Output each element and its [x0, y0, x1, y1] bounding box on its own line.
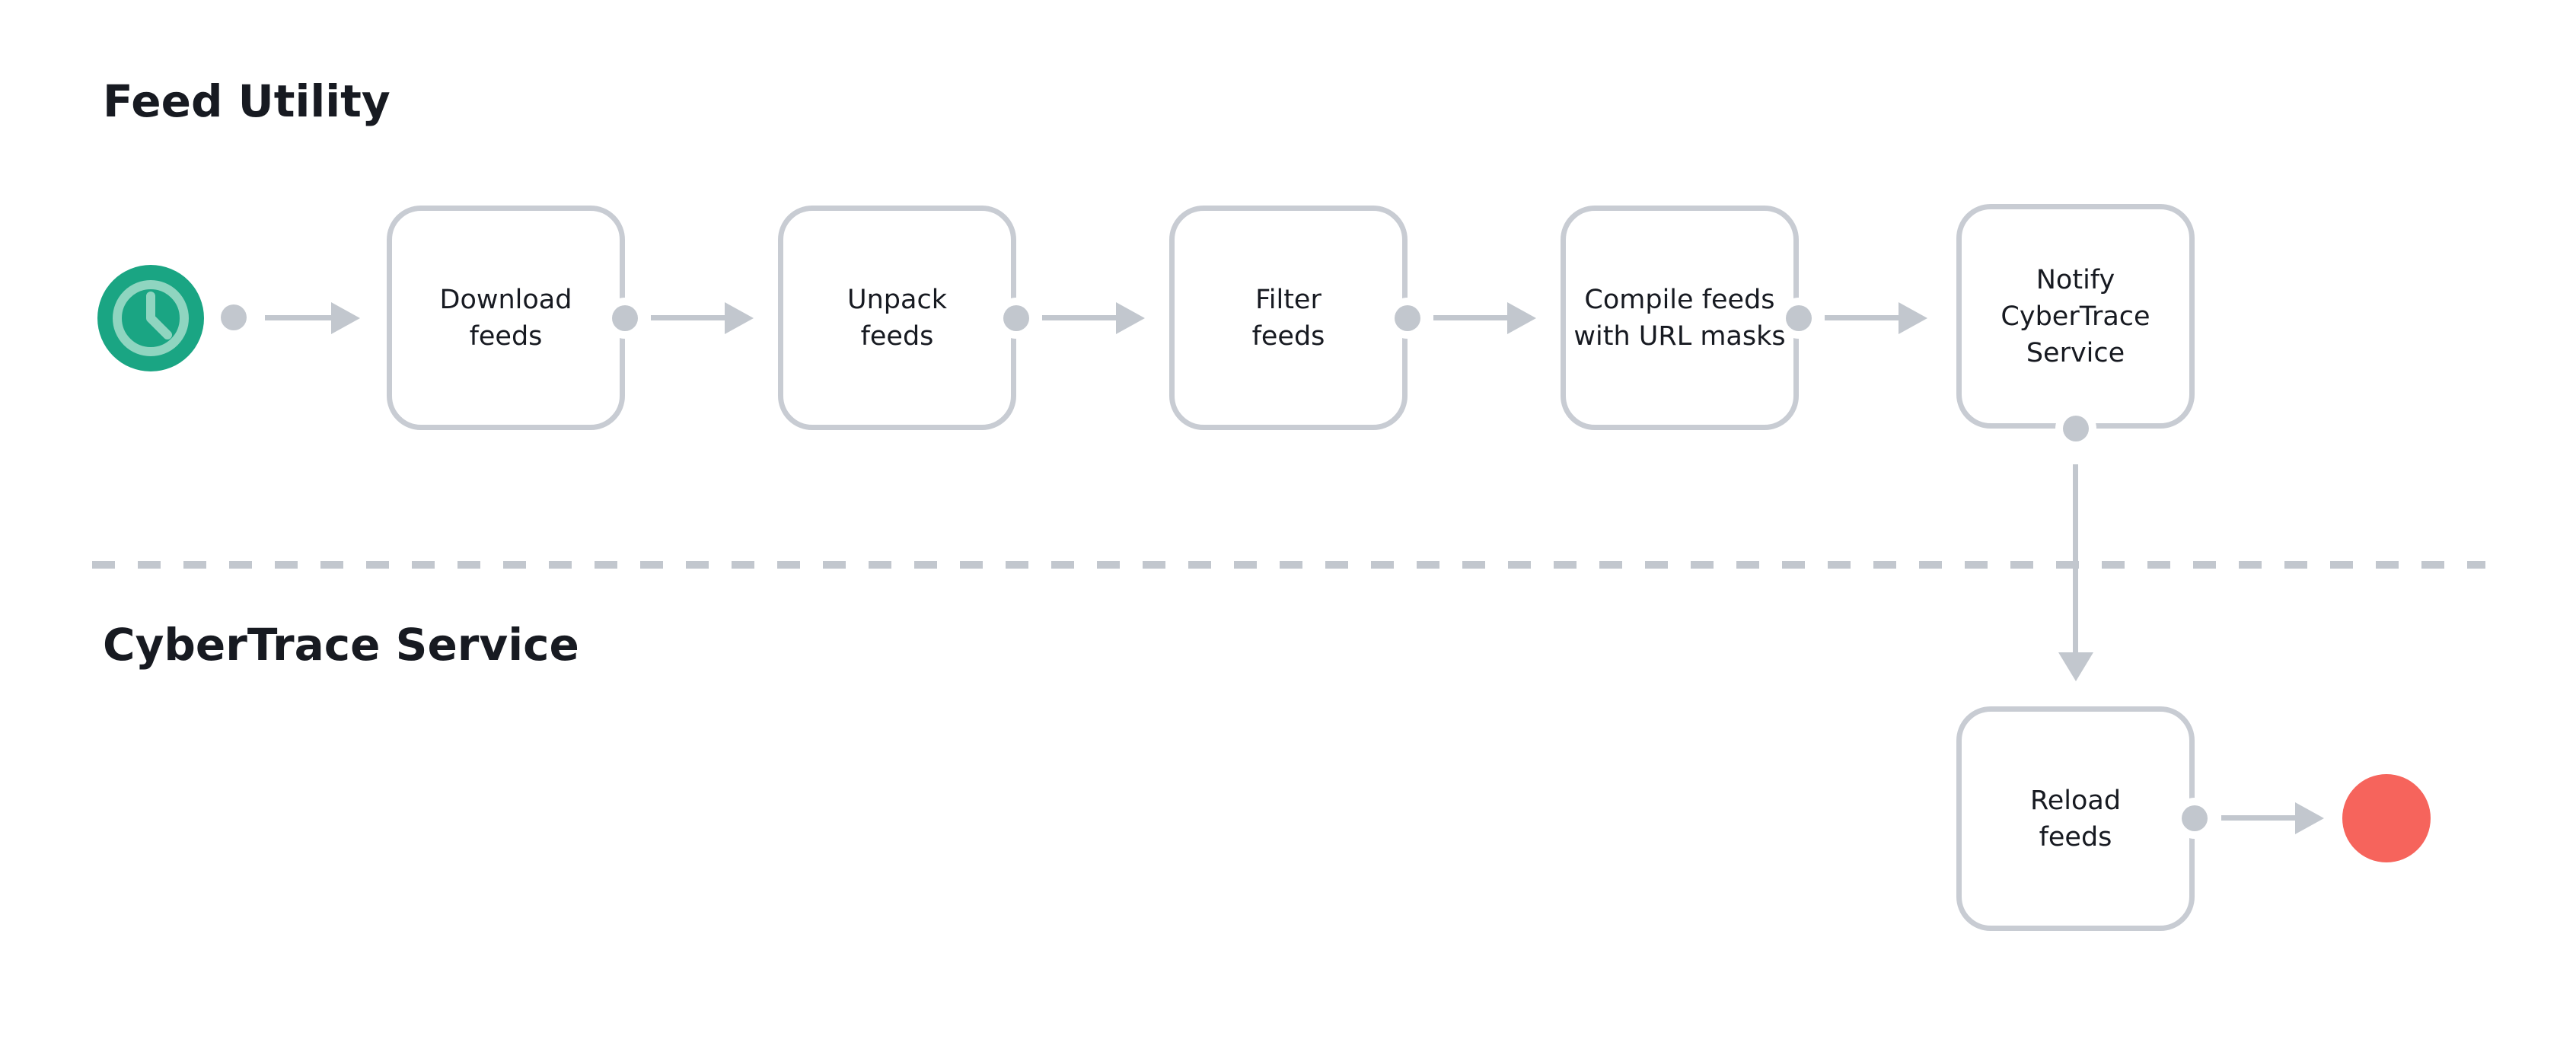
connector-dot	[1786, 305, 1812, 331]
arrow-head-icon	[1899, 302, 1927, 334]
arrow-shaft	[651, 315, 728, 320]
node-label-line: CyberTrace	[2001, 301, 2150, 332]
connector-dot	[1003, 305, 1029, 331]
lane-title-feed-utility: Feed Utility	[103, 75, 391, 127]
connector-dot	[2182, 805, 2208, 831]
node-label-line: Unpack	[847, 284, 947, 315]
node-label: Notify CyberTrace Service	[2001, 262, 2150, 371]
node-label: Compile feeds with URL masks	[1573, 282, 1785, 355]
connector-dot	[612, 305, 638, 331]
arrow-shaft	[2221, 815, 2298, 821]
node-label-line: Filter	[1255, 284, 1321, 315]
arrow-shaft	[1825, 315, 1902, 320]
arrow-head-icon	[1116, 302, 1145, 334]
node-label-line: feeds	[2039, 821, 2112, 853]
arrow-head-icon	[331, 302, 360, 334]
flow-arrow	[1042, 302, 1145, 334]
node-label: Reload feeds	[2030, 782, 2121, 856]
node-unpack-feeds: Unpack feeds	[778, 206, 1016, 430]
connector-dot	[2063, 416, 2089, 441]
flow-arrow	[1825, 302, 1927, 334]
node-label-line: feeds	[469, 320, 543, 352]
start-node	[97, 265, 204, 371]
flow-arrow	[651, 302, 754, 334]
connector-dot	[221, 304, 247, 330]
flow-arrow	[1433, 302, 1536, 334]
node-label: Filter feeds	[1252, 282, 1325, 355]
arrow-shaft	[2073, 464, 2078, 655]
connector-dot	[1395, 305, 1420, 331]
arrow-head-icon	[1507, 302, 1536, 334]
node-filter-feeds: Filter feeds	[1169, 206, 1408, 430]
flow-arrow	[2221, 802, 2324, 834]
node-label-line: feeds	[860, 320, 934, 352]
node-label-line: with URL masks	[1573, 320, 1786, 352]
lane-divider	[92, 561, 2485, 569]
node-label-line: Compile feeds	[1584, 284, 1775, 315]
node-label: Unpack feeds	[847, 282, 947, 355]
lane-title-cybertrace-service: CyberTrace Service	[103, 619, 579, 671]
flow-arrow	[265, 302, 360, 334]
node-label-line: feeds	[1251, 320, 1325, 352]
arrow-head-icon	[2058, 652, 2093, 681]
node-notify-cybertrace-service: Notify CyberTrace Service	[1956, 204, 2195, 429]
arrow-head-icon	[2295, 802, 2324, 834]
node-download-feeds: Download feeds	[387, 206, 625, 430]
node-label: Download feeds	[440, 282, 572, 355]
end-node stop-circle-icon	[2342, 774, 2431, 862]
node-label-line: Download	[439, 284, 572, 315]
flow-arrow-vertical	[2058, 464, 2093, 681]
node-compile-feeds-url-masks: Compile feeds with URL masks	[1561, 206, 1799, 430]
node-label-line: Reload	[2029, 785, 2122, 816]
node-reload-feeds: Reload feeds	[1956, 706, 2195, 931]
node-label-line: Notify	[2036, 264, 2115, 295]
arrow-shaft	[1042, 315, 1119, 320]
node-label-line: Service	[2026, 337, 2125, 368]
arrow-shaft	[265, 315, 334, 320]
clock-icon	[97, 265, 204, 371]
arrow-head-icon	[725, 302, 754, 334]
arrow-shaft	[1433, 315, 1510, 320]
